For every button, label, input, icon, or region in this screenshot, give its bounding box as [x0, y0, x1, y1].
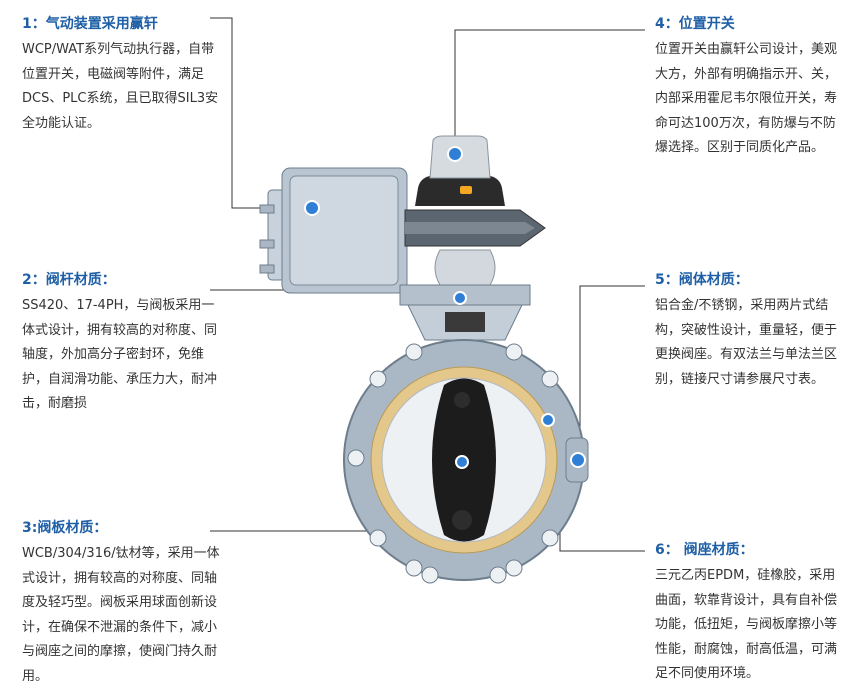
valve-neck — [399, 249, 531, 341]
callout-seat-material: 6： 阀座材质： 三元乙丙EPDM，硅橡胶，采用曲面，软靠背设计，具有自补偿功能… — [655, 540, 845, 687]
callout-3-title: 3:阀板材质： — [22, 520, 108, 536]
valve-body — [343, 339, 585, 581]
callout-3-body: WCB/304/316/钛材等，采用一体式设计，拥有较高的对称度、同轴度及轻巧型… — [22, 546, 220, 684]
body-lug — [565, 437, 589, 483]
leader-line-4 — [454, 29, 645, 152]
callout-body-material: 5：阀体材质： 铝合金/不锈钢，采用两片式结构，突破性设计，重量轻，便于更换阀座… — [655, 270, 845, 392]
marker-6 — [541, 413, 555, 427]
marker-2 — [453, 291, 467, 305]
callout-2-body: SS420、17-4PH，与阀板采用一体式设计，拥有较高的对称度、同轴度，外加高… — [22, 298, 218, 411]
marker-1 — [304, 200, 320, 216]
callout-5-title: 5：阀体材质： — [655, 272, 749, 288]
callout-4-body: 位置开关由赢轩公司设计，美观大方，外部有明确指示开、关，内部采用霍尼韦尔限位开关… — [655, 42, 838, 155]
marker-5 — [570, 452, 586, 468]
leader-line-3 — [210, 462, 463, 532]
leader-line-6 — [550, 419, 645, 552]
callout-position-switch: 4：位置开关 位置开关由赢轩公司设计，美观大方，外部有明确指示开、关，内部采用霍… — [655, 14, 845, 161]
callout-4-title: 4：位置开关 — [655, 16, 735, 32]
pneumatic-actuator — [259, 167, 546, 294]
bolt-holes — [347, 343, 559, 584]
callout-6-body: 三元乙丙EPDM，硅橡胶，采用曲面，软靠背设计，具有自补偿功能，低扭矩，与阀板摩… — [655, 568, 838, 681]
callout-1-body: WCP/WAT系列气动执行器，自带位置开关，电磁阀等附件，满足DCS、PLC系统… — [22, 42, 219, 131]
valve-disc — [432, 378, 496, 542]
marker-3 — [455, 455, 469, 469]
callout-disc-material: 3:阀板材质： WCB/304/316/钛材等，采用一体式设计，拥有较高的对称度… — [22, 518, 227, 689]
callout-2-title: 2：阀杆材质： — [22, 272, 116, 288]
callout-1-title: 1：气动装置采用赢轩 — [22, 16, 158, 32]
leader-line-5 — [579, 285, 645, 458]
position-switch — [415, 135, 505, 206]
callout-pneumatic-actuator: 1：气动装置采用赢轩 WCP/WAT系列气动执行器，自带位置开关，电磁阀等附件，… — [22, 14, 227, 136]
leader-line-2 — [210, 289, 461, 296]
marker-4 — [447, 146, 463, 162]
callout-5-body: 铝合金/不锈钢，采用两片式结构，突破性设计，重量轻，便于更换阀座。有双法兰与单法… — [655, 298, 838, 387]
callout-6-title: 6： 阀座材质： — [655, 542, 754, 558]
callout-stem-material: 2：阀杆材质： SS420、17-4PH，与阀板采用一体式设计，拥有较高的对称度… — [22, 270, 227, 417]
